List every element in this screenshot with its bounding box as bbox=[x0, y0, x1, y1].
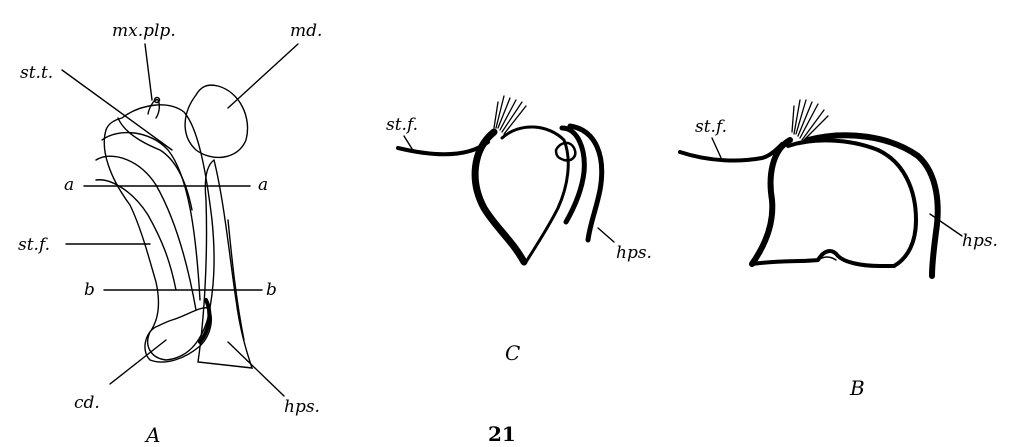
caption-a: A bbox=[144, 423, 160, 447]
stipes-fold-3 bbox=[96, 180, 176, 290]
c-leader-hps bbox=[598, 228, 614, 242]
leader-hps-a bbox=[228, 342, 284, 396]
label-a-left: a bbox=[64, 175, 74, 195]
leader-md bbox=[228, 44, 298, 108]
c-hypopharynx-arm bbox=[570, 126, 602, 240]
label-st-f-b: st.f. bbox=[695, 117, 727, 137]
hypopharynx-inner-line bbox=[228, 220, 244, 340]
panel-c bbox=[398, 96, 614, 262]
label-hps-a: hps. bbox=[284, 397, 320, 417]
caption-c: C bbox=[505, 341, 520, 365]
label-hps-c: hps. bbox=[616, 243, 652, 263]
label-hps-b: hps. bbox=[962, 231, 998, 251]
mandible-shape bbox=[185, 85, 247, 157]
c-body-left-wall bbox=[475, 132, 524, 262]
stipes-fold-2 bbox=[96, 156, 196, 310]
b-inner-arc bbox=[788, 140, 916, 266]
stipes-fold-1 bbox=[102, 133, 200, 300]
stipes-fold-4 bbox=[118, 118, 192, 210]
label-mx-plp: mx.plp. bbox=[112, 21, 176, 41]
stipes-outline bbox=[104, 105, 214, 360]
label-st-f-c: st.f. bbox=[386, 115, 418, 135]
label-a-right: a bbox=[258, 175, 268, 195]
label-b-left: b bbox=[84, 280, 95, 300]
leader-mx-plp bbox=[145, 44, 152, 100]
figure-number: 21 bbox=[488, 422, 516, 446]
b-leader-st-f bbox=[712, 138, 722, 160]
label-st-f-a: st.f. bbox=[18, 235, 50, 255]
caption-b: B bbox=[849, 376, 865, 400]
b-outer-arc bbox=[808, 135, 938, 276]
label-cd: cd. bbox=[74, 393, 100, 413]
panel-a bbox=[62, 44, 298, 396]
b-bottom-edge bbox=[752, 251, 894, 266]
b-stipes-flap bbox=[680, 144, 782, 160]
label-md: md. bbox=[290, 21, 322, 41]
leader-st-t bbox=[62, 70, 172, 150]
label-b-right: b bbox=[266, 280, 277, 300]
label-st-t: st.t. bbox=[20, 63, 53, 83]
